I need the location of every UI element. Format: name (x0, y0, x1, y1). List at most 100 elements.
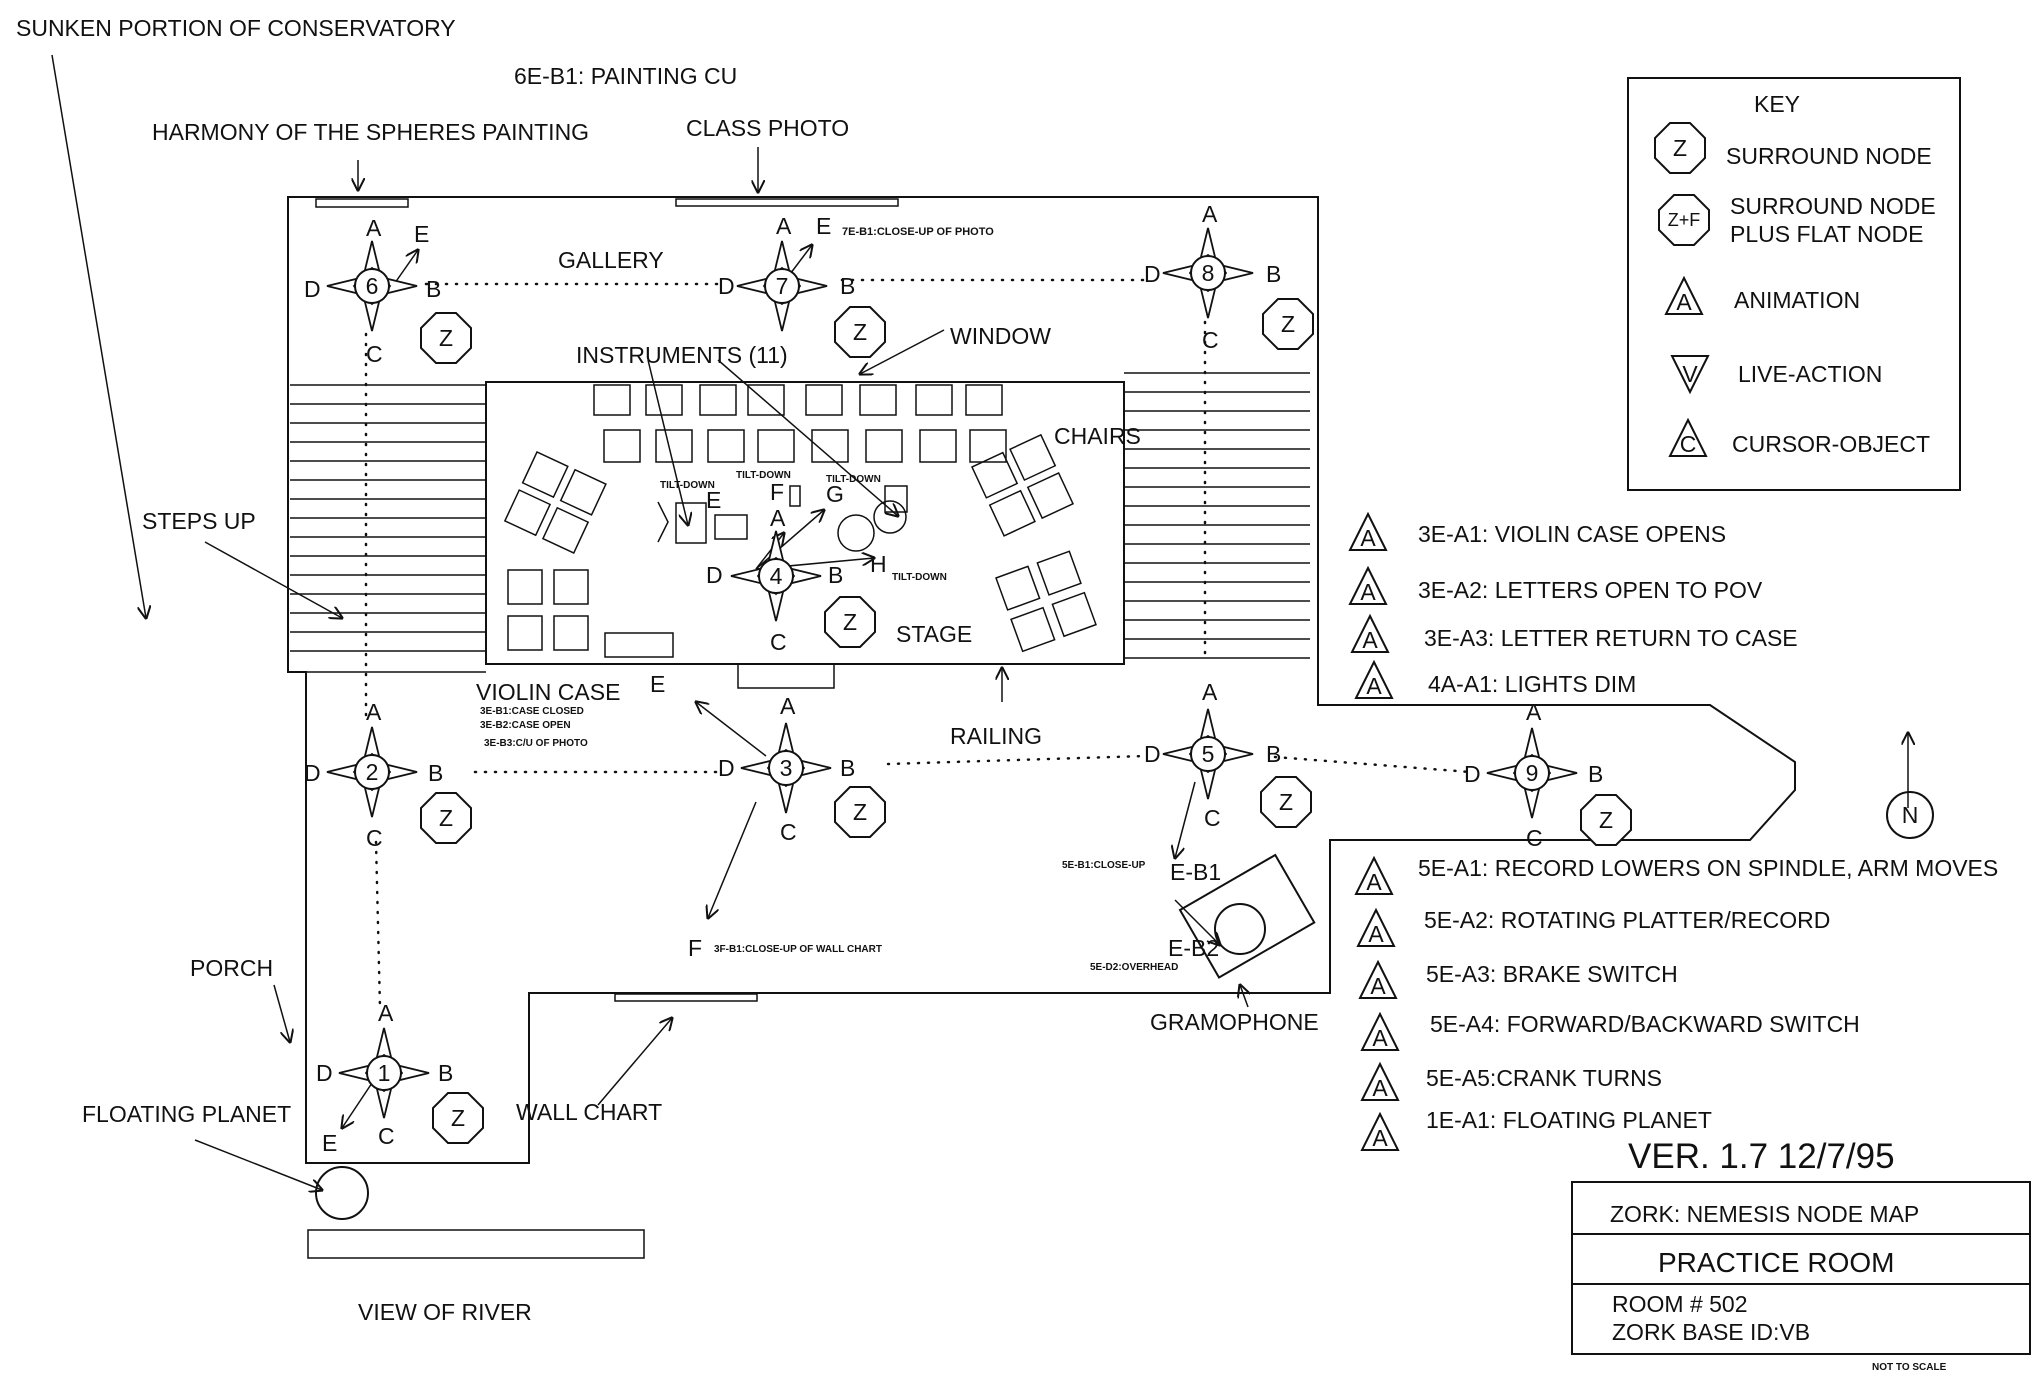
svg-text:A: A (770, 505, 786, 531)
node-8[interactable]: 8 (1162, 227, 1254, 319)
svg-text:F: F (770, 479, 784, 505)
stage-area (485, 381, 1125, 665)
svg-text:A: A (1202, 201, 1218, 227)
animation-list-bottom: A 5E-A1: RECORD LOWERS ON SPINDLE, ARM M… (1355, 855, 1998, 1151)
node-4[interactable]: 4 (730, 530, 822, 622)
pointer-arrows (51, 54, 1908, 1190)
svg-text:C: C (366, 341, 383, 367)
svg-text:A: A (366, 215, 382, 241)
svg-text:3E-B1:CASE CLOSED: 3E-B1:CASE CLOSED (480, 706, 584, 717)
svg-text:A: A (1360, 579, 1376, 605)
svg-text:D: D (1464, 761, 1481, 787)
svg-text:3F-B1:CLOSE-UP OF WALL CHART: 3F-B1:CLOSE-UP OF WALL CHART (714, 944, 882, 955)
svg-text:D: D (718, 755, 735, 781)
svg-text:A: A (1372, 1075, 1388, 1101)
node-7[interactable]: 7 (736, 240, 828, 332)
svg-text:Z: Z (451, 1105, 465, 1131)
svg-text:TILT-DOWN: TILT-DOWN (736, 470, 791, 481)
node-connections (364, 278, 1472, 1010)
instruments-label: INSTRUMENTS (11) (576, 342, 788, 368)
svg-text:Z: Z (1279, 789, 1293, 815)
svg-text:C: C (780, 819, 797, 845)
svg-text:A: A (1526, 699, 1542, 725)
node-1[interactable]: 1 (338, 1027, 430, 1119)
floating-planet-label: FLOATING PLANET (82, 1101, 291, 1127)
svg-text:H: H (870, 551, 887, 577)
steps-up-label: STEPS UP (142, 508, 256, 534)
svg-text:G: G (826, 481, 844, 507)
svg-text:9: 9 (1526, 760, 1539, 786)
svg-text:SURROUND NODE: SURROUND NODE (1726, 143, 1932, 169)
svg-text:5E-B1:CLOSE-UP: 5E-B1:CLOSE-UP (1062, 860, 1146, 871)
svg-text:2: 2 (366, 759, 379, 785)
svg-text:Z: Z (439, 325, 453, 351)
node-5[interactable]: 5 (1162, 708, 1254, 800)
svg-text:C: C (1526, 825, 1543, 851)
svg-text:3E-B3:C/U OF PHOTO: 3E-B3:C/U OF PHOTO (484, 738, 588, 749)
gramophone-label: GRAMOPHONE (1150, 1009, 1319, 1035)
svg-text:A: A (1366, 673, 1382, 699)
view-of-river-label: VIEW OF RIVER (358, 1299, 532, 1325)
svg-text:E-B1: E-B1 (1170, 859, 1221, 885)
svg-text:B: B (1588, 761, 1603, 787)
svg-text:B: B (438, 1060, 453, 1086)
svg-text:6: 6 (366, 273, 379, 299)
room-number: ROOM # 502 (1612, 1291, 1748, 1317)
harmony-label: HARMONY OF THE SPHERES PAINTING (152, 119, 589, 145)
svg-text:A: A (378, 1000, 394, 1026)
svg-text:5E-A2: ROTATING PLATTER/RECORD: 5E-A2: ROTATING PLATTER/RECORD (1424, 907, 1830, 933)
svg-text:8: 8 (1202, 260, 1215, 286)
svg-text:A: A (776, 213, 792, 239)
svg-text:PLUS FLAT NODE: PLUS FLAT NODE (1730, 221, 1923, 247)
svg-text:A: A (1366, 869, 1382, 895)
svg-text:B: B (840, 755, 855, 781)
svg-text:D: D (304, 276, 321, 302)
svg-text:Z: Z (843, 609, 857, 635)
svg-text:C: C (378, 1123, 395, 1149)
svg-text:Z: Z (1599, 807, 1613, 833)
svg-text:SURROUND NODE: SURROUND NODE (1730, 193, 1936, 219)
not-to-scale-label: NOT TO SCALE (1872, 1362, 1947, 1373)
svg-text:A: A (1368, 921, 1384, 947)
svg-text:C: C (1680, 431, 1697, 457)
svg-text:Z+F: Z+F (1668, 210, 1701, 230)
svg-text:E: E (414, 221, 429, 247)
svg-text:C: C (1204, 805, 1221, 831)
svg-text:3E-A1: VIOLIN CASE OPENS: 3E-A1: VIOLIN CASE OPENS (1418, 521, 1726, 547)
chairs-label: CHAIRS (1054, 423, 1141, 449)
node-2[interactable]: 2 (326, 726, 418, 818)
svg-text:Z: Z (1673, 135, 1687, 161)
class-photo-label: CLASS PHOTO (686, 115, 849, 141)
svg-text:V: V (1682, 361, 1698, 387)
svg-text:B: B (426, 276, 441, 302)
svg-text:A: A (1360, 525, 1376, 551)
legend-key: KEY Z SURROUND NODE Z+F SURROUND NODE PL… (1627, 77, 1961, 491)
svg-text:D: D (718, 273, 735, 299)
svg-text:3E-A3: LETTER RETURN TO CASE: 3E-A3: LETTER RETURN TO CASE (1424, 625, 1798, 651)
svg-text:3: 3 (780, 755, 793, 781)
stage-step (737, 663, 835, 689)
svg-text:N: N (1902, 802, 1919, 828)
svg-text:Z: Z (853, 799, 867, 825)
node-9[interactable]: 9 (1486, 727, 1578, 819)
railing-label: RAILING (950, 723, 1042, 749)
svg-text:E: E (816, 213, 831, 239)
svg-text:B: B (428, 760, 443, 786)
svg-text:TILT-DOWN: TILT-DOWN (892, 572, 947, 583)
map-labels: SUNKEN PORTION OF CONSERVATORY 6E-B1: PA… (16, 15, 1319, 1325)
svg-text:A: A (1370, 973, 1386, 999)
svg-text:D: D (316, 1060, 333, 1086)
node-3[interactable]: 3 (740, 722, 832, 814)
svg-text:A: A (366, 699, 382, 725)
sunken-label: SUNKEN PORTION OF CONSERVATORY (16, 15, 456, 41)
svg-text:LIVE-ACTION: LIVE-ACTION (1738, 361, 1882, 387)
svg-text:5E-A1: RECORD LOWERS ON SPINDL: 5E-A1: RECORD LOWERS ON SPINDLE, ARM MOV… (1418, 855, 1998, 881)
node-6[interactable]: 6 (326, 240, 418, 332)
surround-node-markers: Z Z Z Z Z Z Z Z Z (420, 298, 1632, 1144)
svg-text:D: D (304, 760, 321, 786)
svg-text:C: C (770, 629, 787, 655)
wall-chart-label: WALL CHART (516, 1099, 662, 1125)
title-block: ZORK: NEMESIS NODE MAP PRACTICE ROOM ROO… (1571, 1181, 2031, 1355)
